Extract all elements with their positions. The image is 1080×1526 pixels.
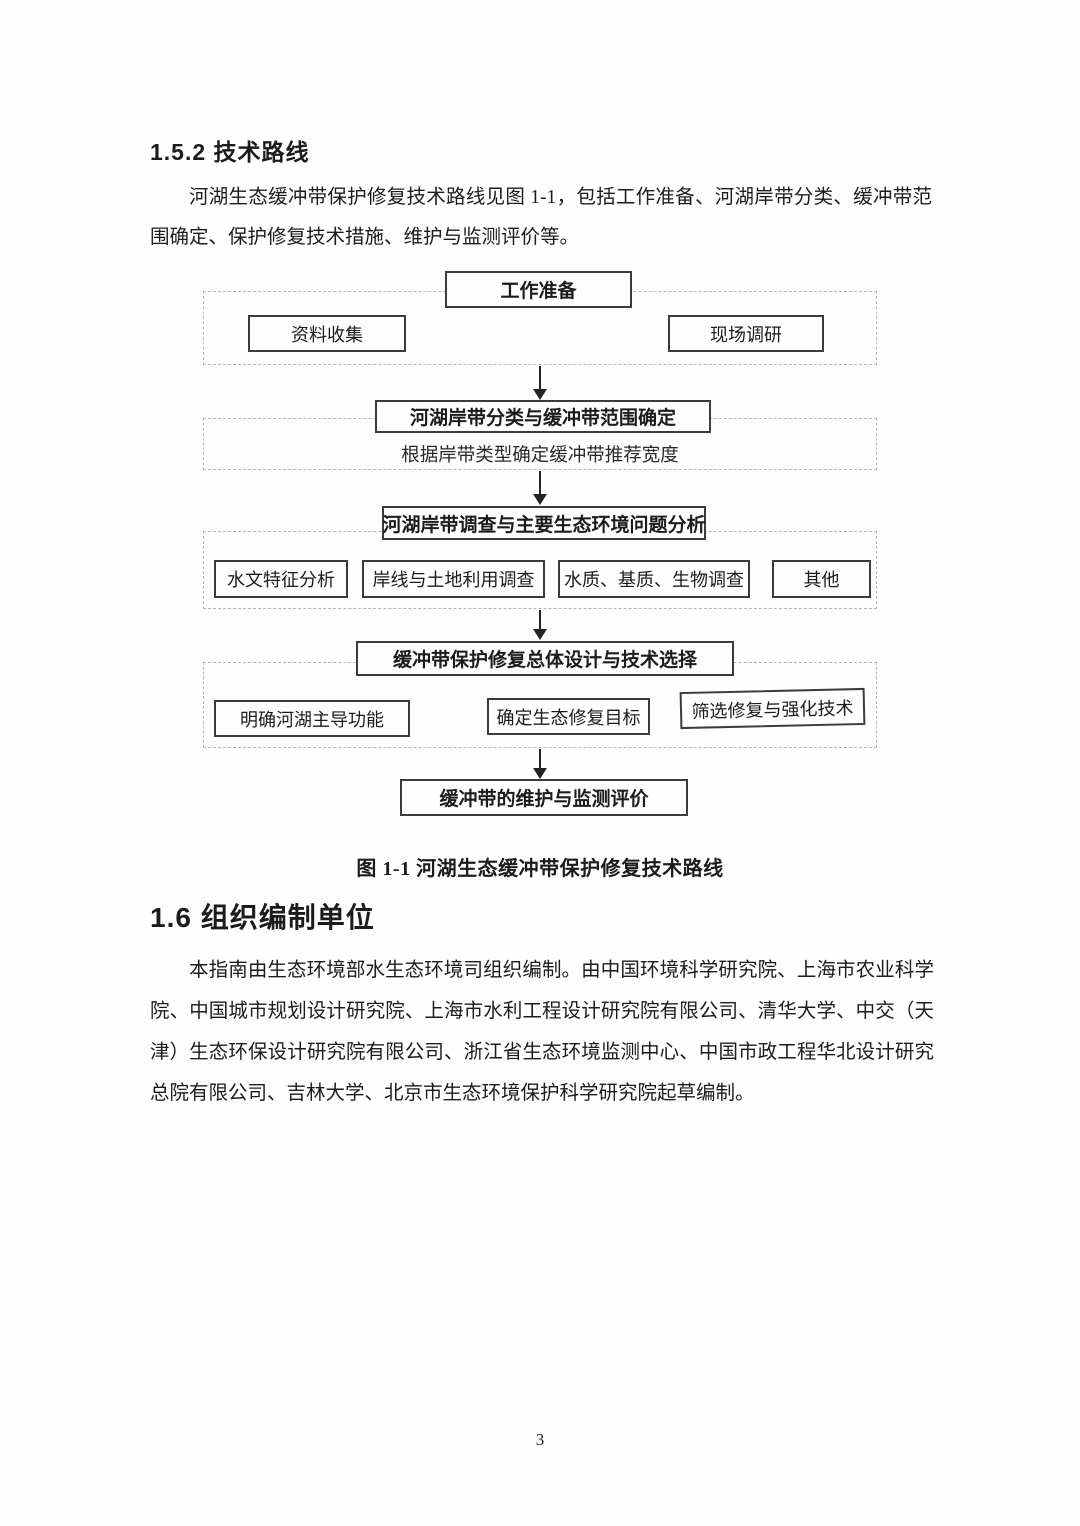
stage1-sub-box: 现场调研 xyxy=(668,315,824,352)
technical-route-flowchart: 工作准备 资料收集 现场调研 河湖岸带分类与缓冲带范围确定 根据岸带类型确定缓冲… xyxy=(0,265,1080,840)
stage3-title-box: 河湖岸带调查与主要生态环境问题分析 xyxy=(382,506,706,540)
figure-caption: 图 1-1 河湖生态缓冲带保护修复技术路线 xyxy=(356,858,724,880)
stage2-title-box: 河湖岸带分类与缓冲带范围确定 xyxy=(375,400,711,433)
section-heading-1-6: 1.6 组织编制单位 xyxy=(150,902,375,933)
stage4-sub-box: 筛选修复与强化技术 xyxy=(679,687,866,730)
stage2-note: 根据岸带类型确定缓冲带推荐宽度 xyxy=(401,446,679,466)
section-1-6-paragraph: 本指南由生态环境部水生态环境司组织编制。由中国环境科学研究院、上海市农业科学院、… xyxy=(150,960,934,1104)
arrow-down-icon xyxy=(533,471,547,505)
stage4-sub-box: 明确河湖主导功能 xyxy=(214,700,410,737)
stage4-title-box: 缓冲带保护修复总体设计与技术选择 xyxy=(356,641,734,676)
arrow-down-icon xyxy=(533,610,547,640)
stage1-sub-box: 资料收集 xyxy=(248,315,406,352)
page-number: 3 xyxy=(535,1430,545,1449)
stage5-title-box: 缓冲带的维护与监测评价 xyxy=(400,779,688,816)
arrow-down-icon xyxy=(533,749,547,779)
stage3-sub-box: 岸线与土地利用调查 xyxy=(362,560,545,598)
stage3-sub-box: 水文特征分析 xyxy=(214,560,348,598)
section-heading-1-5-2: 1.5.2 技术路线 xyxy=(150,139,310,165)
stage1-title-box: 工作准备 xyxy=(445,271,632,308)
stage3-sub-box: 其他 xyxy=(772,560,871,598)
stage3-sub-box: 水质、基质、生物调查 xyxy=(558,560,750,598)
stage4-sub-box: 确定生态修复目标 xyxy=(487,698,650,735)
section-1-5-2-paragraph: 河湖生态缓冲带保护修复技术路线见图 1-1，包括工作准备、河湖岸带分类、缓冲带范… xyxy=(150,187,932,248)
arrow-down-icon xyxy=(533,366,547,400)
